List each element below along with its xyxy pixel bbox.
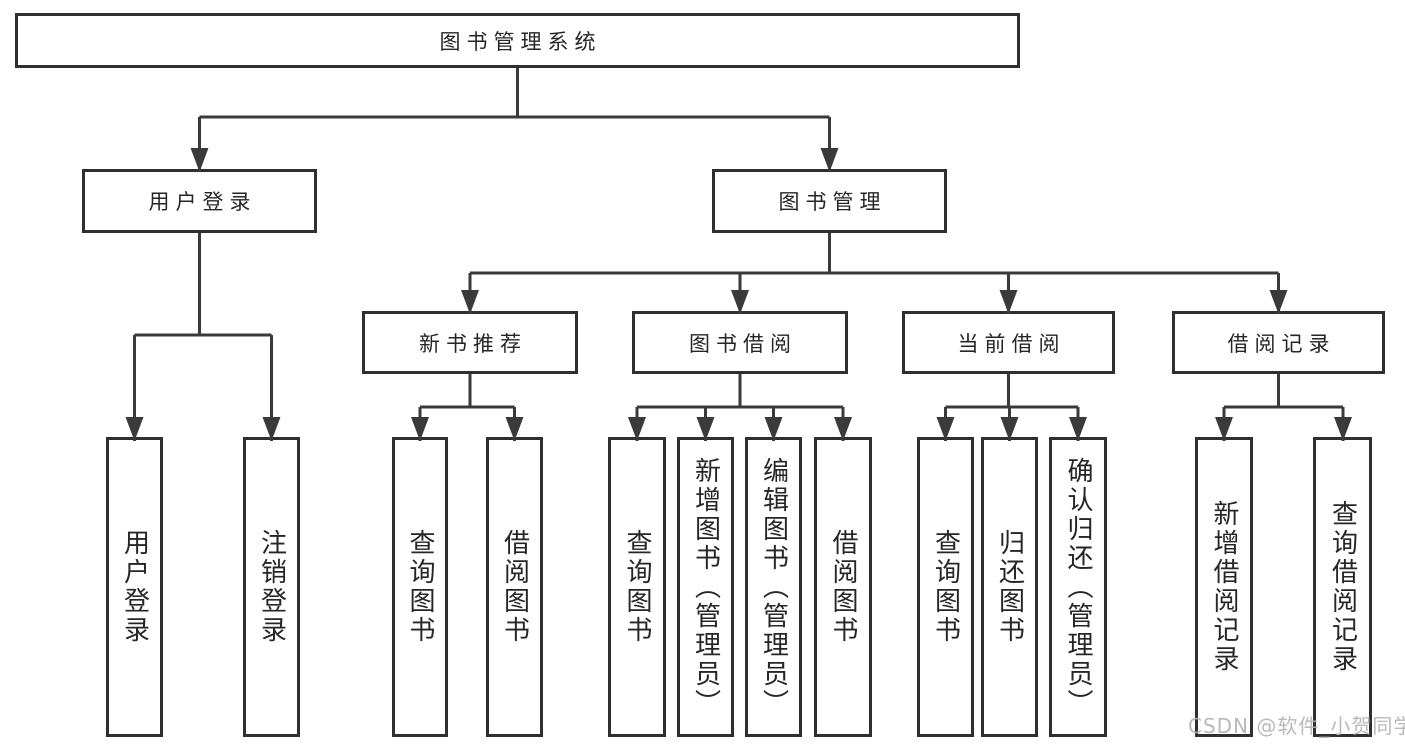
node-book-mgmt: 图书管理 [712,169,947,233]
leaf-br-add-borrow-record-label: 新增借阅记录 [1209,500,1239,674]
node-borrow-record-label: 借阅记录 [1227,331,1336,356]
node-book-borrow: 图书借阅 [632,311,848,374]
leaf-bb-add-books-admin: 新增图书（管理员） [677,437,734,737]
leaf-cb-confirm-return-admin-label: 确认归还（管理员） [1063,456,1093,718]
leaf-cb-return-books: 归还图书 [981,437,1038,737]
leaf-cb-query-books-label: 查询图书 [930,529,961,645]
connector-borrow-record-to-leaves [1224,374,1343,409]
leaf-bb-borrow-books-label: 借阅图书 [828,529,858,645]
connector-root-to-level2 [199,68,830,119]
leaf-br-query-borrow-record: 查询借阅记录 [1313,437,1372,737]
leaf-user-login-label: 用户登录 [119,529,150,645]
node-current-borrow: 当前借阅 [902,311,1115,374]
node-new-book-recommend: 新书推荐 [362,311,578,374]
leaf-bb-borrow-books: 借阅图书 [814,437,872,737]
leaf-bb-add-books-admin-label: 新增图书（管理员） [690,456,721,718]
leaf-bb-query-books: 查询图书 [608,437,666,737]
leaf-bb-query-books-label: 查询图书 [622,529,652,645]
leaf-user-login: 用户登录 [106,437,163,737]
leaf-logout-label: 注销登录 [256,529,287,645]
node-book-borrow-label: 图书借阅 [689,331,797,356]
connector-book-borrow-to-leaves [637,374,843,409]
leaf-br-add-borrow-record: 新增借阅记录 [1195,437,1253,737]
node-user-login: 用户登录 [82,169,317,233]
node-borrow-record: 借阅记录 [1172,311,1385,374]
leaf-nb-query-books: 查询图书 [392,437,448,737]
leaf-bb-edit-books-admin: 编辑图书（管理员） [745,437,802,737]
leaf-logout: 注销登录 [243,437,300,737]
leaf-nb-borrow-books-label: 借阅图书 [499,529,530,645]
leaf-br-query-borrow-record-label: 查询借阅记录 [1327,500,1358,674]
leaf-bb-edit-books-admin-label: 编辑图书（管理员） [758,456,789,718]
leaf-cb-confirm-return-admin: 确认归还（管理员） [1049,437,1107,737]
connector-current-borrow-to-leaves [945,374,1078,409]
leaf-cb-return-books-label: 归还图书 [994,529,1025,645]
leaf-cb-query-books: 查询图书 [917,437,974,737]
node-user-login-label: 用户登录 [148,190,257,214]
leaf-nb-borrow-books: 借阅图书 [486,437,543,737]
node-new-book-recommend-label: 新书推荐 [419,331,527,356]
connector-book-mgmt-to-level3 [470,233,1279,275]
node-root-label: 图书管理系统 [439,29,602,54]
node-root: 图书管理系统 [15,13,1020,68]
connector-new-book-to-leaves [420,374,515,409]
connector-user-login-to-leaves [134,233,272,337]
leaf-nb-query-books-label: 查询图书 [405,529,435,645]
node-current-borrow-label: 当前借阅 [957,331,1066,356]
node-book-mgmt-label: 图书管理 [778,190,887,214]
